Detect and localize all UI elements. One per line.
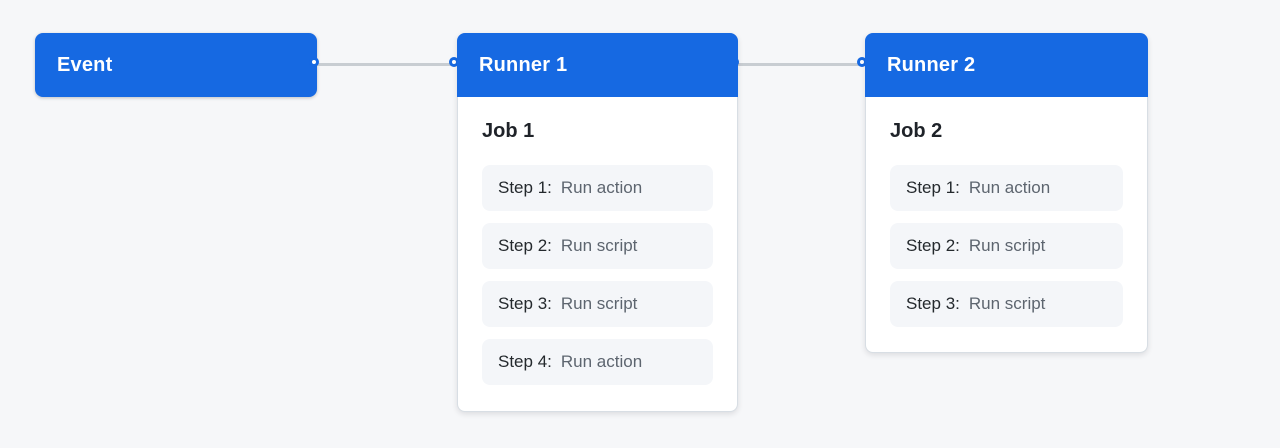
step-action: Run script bbox=[560, 236, 638, 255]
step-action: Run script bbox=[968, 294, 1046, 313]
connector-event-runner1 bbox=[317, 63, 457, 66]
step-action: Run action bbox=[968, 178, 1051, 197]
step-label: Step 3: bbox=[906, 294, 960, 313]
step-row: Step 3: Run script bbox=[890, 281, 1123, 327]
runner1-card: Runner 1 Job 1 Step 1: Run action Step 2… bbox=[457, 33, 738, 412]
step-label: Step 3: bbox=[498, 294, 552, 313]
step-label: Step 4: bbox=[498, 352, 552, 371]
job1-steps: Step 1: Run action Step 2: Run script St… bbox=[482, 165, 713, 385]
step-action: Run action bbox=[560, 178, 643, 197]
job2-title: Job 2 bbox=[890, 120, 943, 142]
step-action: Run script bbox=[968, 236, 1046, 255]
connector-runner1-runner2 bbox=[737, 63, 865, 66]
step-row: Step 4: Run action bbox=[482, 339, 713, 385]
runner2-header: Runner 2 bbox=[865, 33, 1148, 97]
step-label: Step 2: bbox=[906, 236, 960, 255]
runner2-label: Runner 2 bbox=[887, 53, 976, 76]
runner2-card: Runner 2 Job 2 Step 1: Run action Step 2… bbox=[865, 33, 1148, 353]
step-row: Step 2: Run script bbox=[890, 223, 1123, 269]
step-label: Step 2: bbox=[498, 236, 552, 255]
step-label: Step 1: bbox=[498, 178, 552, 197]
step-row: Step 1: Run action bbox=[482, 165, 713, 211]
connector-dot-icon bbox=[309, 57, 319, 67]
job2-steps: Step 1: Run action Step 2: Run script St… bbox=[890, 165, 1123, 327]
event-node: Event bbox=[35, 33, 317, 97]
runner1-header: Runner 1 bbox=[457, 33, 738, 97]
step-label: Step 1: bbox=[906, 178, 960, 197]
job1-title: Job 1 bbox=[482, 120, 535, 142]
step-action: Run script bbox=[560, 294, 638, 313]
step-row: Step 3: Run script bbox=[482, 281, 713, 327]
event-label: Event bbox=[57, 53, 113, 76]
step-row: Step 2: Run script bbox=[482, 223, 713, 269]
step-row: Step 1: Run action bbox=[890, 165, 1123, 211]
runner1-label: Runner 1 bbox=[479, 53, 568, 76]
step-action: Run action bbox=[560, 352, 643, 371]
